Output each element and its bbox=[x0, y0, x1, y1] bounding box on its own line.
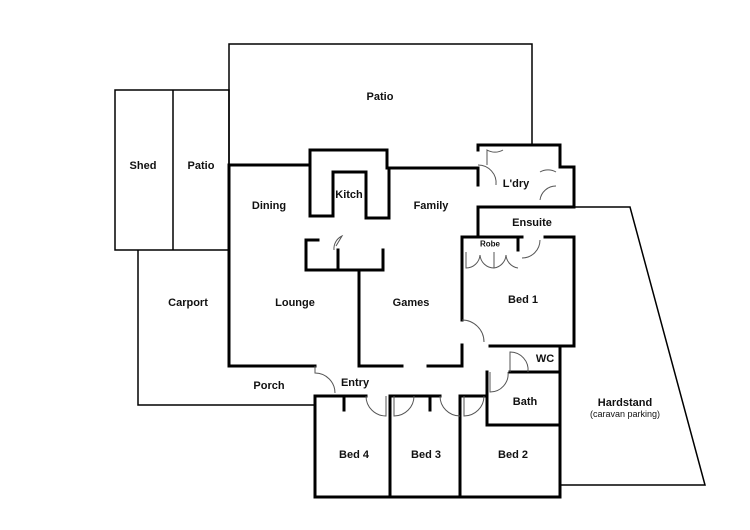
room-label-carport: Carport bbox=[168, 297, 208, 309]
room-label-wc: WC bbox=[535, 353, 555, 365]
room-label-bed1: Bed 1 bbox=[508, 294, 538, 306]
house-walls bbox=[227, 143, 576, 499]
hardstand-note: (caravan parking) bbox=[589, 409, 661, 419]
room-label-bed4: Bed 4 bbox=[339, 449, 369, 461]
room-label-ensuite: Ensuite bbox=[512, 217, 552, 229]
room-label-bath: Bath bbox=[512, 396, 538, 408]
room-label-bed2: Bed 2 bbox=[498, 449, 528, 461]
room-label-robe: Robe bbox=[480, 239, 500, 249]
patio-outline bbox=[228, 43, 533, 165]
room-label-laundry: L'dry bbox=[502, 178, 530, 190]
room-label-family: Family bbox=[413, 200, 449, 212]
room-label-kitchen: Kitch bbox=[335, 189, 363, 201]
room-label-games: Games bbox=[392, 297, 430, 309]
room-label-shed: Shed bbox=[129, 160, 157, 172]
room-label-entry: Entry bbox=[340, 377, 370, 389]
room-label-patio: Patio bbox=[366, 91, 394, 103]
hardstand-outline bbox=[560, 206, 706, 486]
room-label-bed3: Bed 3 bbox=[411, 449, 441, 461]
room-label-porch: Porch bbox=[253, 380, 285, 392]
room-label-side-patio: Patio bbox=[187, 160, 215, 172]
room-label-hardstand: Hardstand(caravan parking) bbox=[590, 397, 660, 419]
hardstand-title: Hardstand bbox=[597, 397, 653, 409]
door-swings bbox=[314, 149, 557, 417]
carport-outline bbox=[137, 250, 315, 406]
room-label-dining: Dining bbox=[251, 200, 287, 212]
room-label-lounge: Lounge bbox=[275, 297, 315, 309]
